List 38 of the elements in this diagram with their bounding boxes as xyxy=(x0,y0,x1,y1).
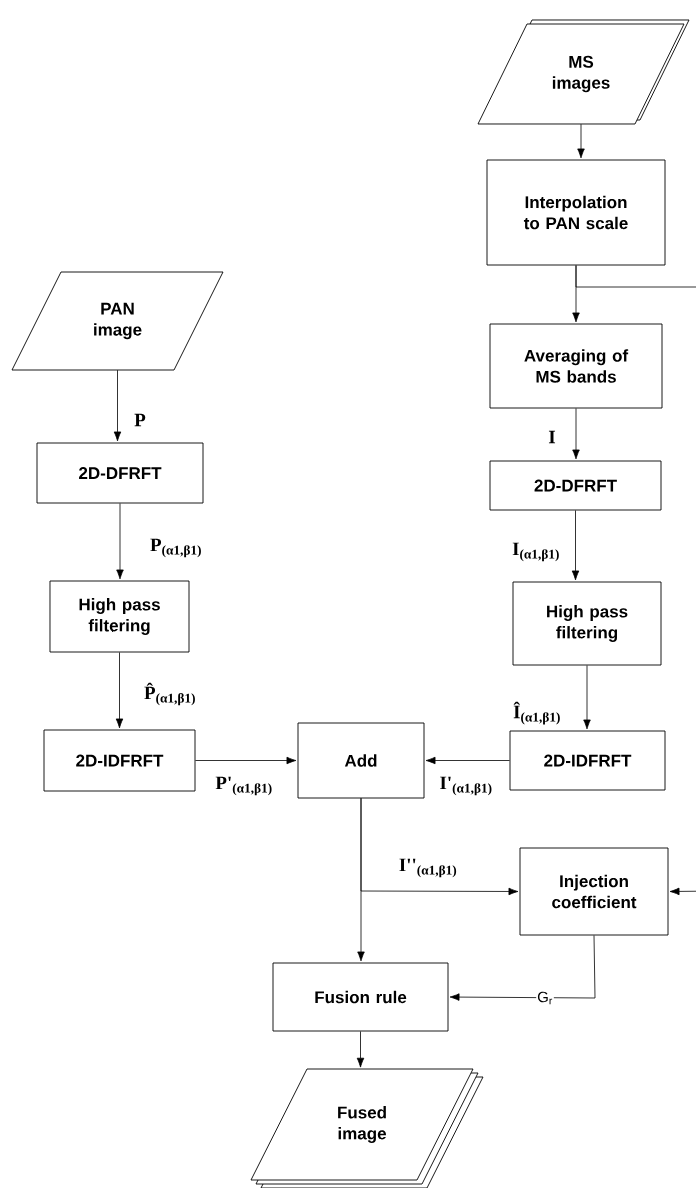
edge-label: I'$_{(α1,β1)}$ xyxy=(440,776,492,796)
process-box: 2D-DFRFT xyxy=(36,442,204,504)
process-box: Injection coefficient xyxy=(519,847,669,936)
edge-label: P'$_{(α1,β1)}$ xyxy=(215,776,272,796)
arrow xyxy=(572,408,580,460)
arrow xyxy=(571,510,580,581)
arrow xyxy=(449,935,596,1001)
process-box: 2D-DFRFT xyxy=(489,460,662,511)
process-box: Averaging of MS bands xyxy=(489,323,663,409)
arrow xyxy=(425,756,510,765)
data-parallelogram: MS images xyxy=(477,19,690,125)
edge-label: G$_{r}$ xyxy=(536,990,554,1006)
arrow xyxy=(115,652,124,729)
process-box: Interpolation to PAN scale xyxy=(486,159,666,266)
data-parallelogram: PAN image xyxy=(11,271,224,371)
edge-label: I$_{(α1,β1)}$ xyxy=(512,542,559,562)
process-box: High pass filtering xyxy=(512,581,662,666)
node-label: MS images xyxy=(552,55,610,93)
process-box: 2D-IDFRFT xyxy=(43,729,196,792)
edge-label: P̂$_{(α1,β1)}$ xyxy=(144,682,195,706)
arrow xyxy=(116,503,124,580)
arrow xyxy=(195,756,297,765)
edge-label: Î$_{(α1,β1)}$ xyxy=(513,701,560,725)
arrow xyxy=(575,265,696,896)
arrow xyxy=(583,665,591,730)
process-box: 2D-IDFRFT xyxy=(509,730,666,791)
process-box: Fusion rule xyxy=(272,962,449,1032)
arrow xyxy=(577,123,585,159)
arrow xyxy=(360,797,519,896)
arrow xyxy=(356,1031,365,1068)
process-box: Add xyxy=(297,722,425,799)
arrow xyxy=(113,369,122,442)
edge-label: P xyxy=(134,413,146,427)
data-parallelogram: Fused image xyxy=(250,1068,484,1188)
edge-label: I''$_{(α1,β1)}$ xyxy=(399,858,457,878)
process-box: High pass filtering xyxy=(49,580,190,653)
edge-label: I xyxy=(548,430,556,444)
edge-label: P$_{(α1,β1)}$ xyxy=(150,538,201,558)
